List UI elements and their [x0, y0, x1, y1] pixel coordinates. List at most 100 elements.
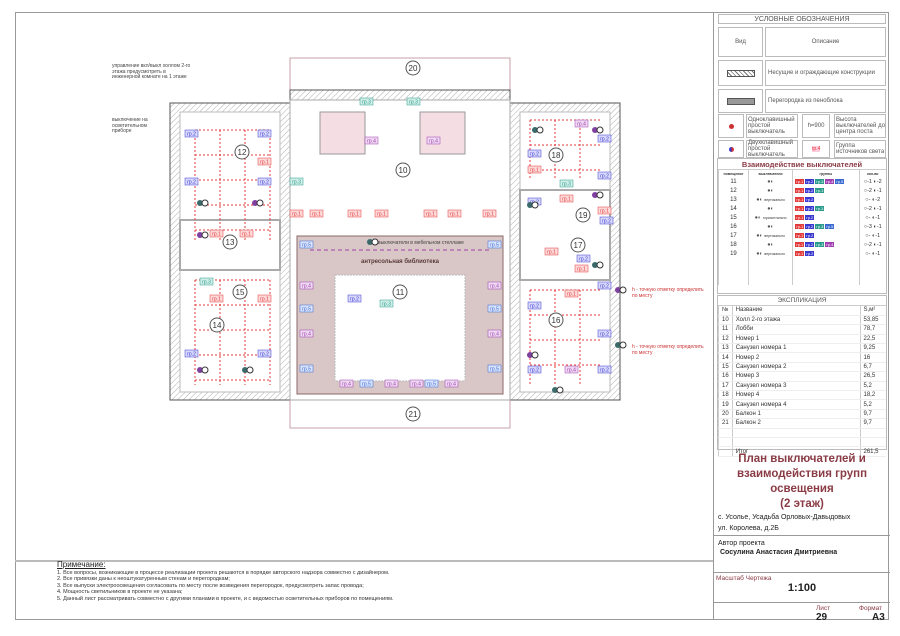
note-fixture-switch: выключение на осветительном приборе: [112, 117, 148, 135]
switch-icon: [367, 238, 379, 246]
notes-title: Примечание:: [57, 560, 106, 569]
room-number-11: 11: [392, 284, 408, 300]
svg-text:гр.2: гр.2: [260, 180, 269, 186]
group-tag-1: гр.1: [257, 157, 272, 166]
room-number-20: 20: [405, 60, 421, 76]
svg-text:гр.1: гр.1: [547, 250, 556, 256]
room-number-19: 19: [575, 207, 591, 223]
group-tag-5: гр.5: [299, 364, 314, 373]
svg-text:гр.1: гр.1: [242, 232, 251, 238]
svg-text:гр.3: гр.3: [362, 100, 371, 106]
group-tag-5: гр.5: [359, 379, 374, 388]
svg-text:гр.1: гр.1: [292, 212, 301, 218]
group-tag-2: гр.2: [597, 329, 612, 338]
legend-col-view: Вид: [718, 27, 763, 57]
group-tag-1: гр.1: [347, 209, 362, 218]
legend-double: Двухклавишный простой выключатель: [746, 140, 798, 158]
svg-text:гр.5: гр.5: [427, 382, 436, 388]
svg-text:гр.4: гр.4: [567, 368, 576, 374]
switch-header: помещение: [718, 170, 749, 177]
switch-table-title: Взаимодействие выключателей: [718, 159, 886, 170]
switch-icon: [592, 261, 604, 269]
group-tag-2: гр.2: [527, 365, 542, 374]
svg-text:гр.2: гр.2: [530, 152, 539, 158]
switch-header: группы: [792, 170, 859, 177]
svg-text:гр.4: гр.4: [429, 139, 438, 145]
group-tag-2: гр.2: [347, 294, 362, 303]
room-number-13: 13: [222, 234, 238, 250]
group-tag-1: гр.1: [559, 194, 574, 203]
svg-text:гр.2: гр.2: [187, 180, 196, 186]
svg-text:17: 17: [574, 241, 583, 250]
note-item: 1. Все вопросы, возникающие в процессе р…: [57, 569, 390, 576]
note-item: 3. Все выпуски электроосвещения согласов…: [57, 582, 364, 589]
group-tag-2: гр.2: [527, 301, 542, 310]
svg-text:гр.1: гр.1: [485, 212, 494, 218]
floor-plan: антресольная библиотека выключатели в ме…: [169, 57, 627, 429]
group-tag-2: гр.2: [257, 177, 272, 186]
address-line: ул. Королева, д.2Б: [718, 525, 779, 532]
group-tag-1: гр.1: [544, 247, 559, 256]
switch-icon: [197, 231, 209, 239]
room-number-15: 15: [232, 284, 248, 300]
svg-text:13: 13: [226, 238, 235, 247]
switch-icon: [592, 126, 604, 134]
group-tag-1: гр.1: [482, 209, 497, 218]
legend-height-desc: Высота выключателей до центра поста: [834, 114, 886, 138]
address-line: с. Усолье, Усадьба Орловых-Давыдовых: [718, 514, 851, 521]
svg-text:гр.2: гр.2: [260, 132, 269, 138]
switch-icon: [615, 286, 627, 294]
explication-row: [718, 428, 886, 438]
svg-text:гр.2: гр.2: [530, 304, 539, 310]
switch-icon: [615, 341, 627, 349]
group-tag-4: гр.4: [299, 281, 314, 290]
right-panel: УСЛОВНЫЕ ОБОЗНАЧЕНИЯ Вид Описание Несущи…: [713, 12, 890, 623]
group-tag-2: гр.2: [184, 349, 199, 358]
legend-partition: [718, 89, 763, 113]
legend-col-desc: Описание: [765, 27, 886, 57]
svg-text:гр.2: гр.2: [350, 297, 359, 303]
svg-text:гр.5: гр.5: [302, 367, 311, 373]
svg-text:гр.2: гр.2: [579, 257, 588, 263]
svg-text:10: 10: [399, 166, 408, 175]
switch-icon: [252, 199, 264, 207]
switch-note: выключатели в мебельном стеллаже: [378, 240, 464, 246]
group-tag-3: гр.3: [199, 277, 214, 286]
note-height-2: h - точную отметку определить по месту: [632, 344, 704, 356]
room-number-16: 16: [548, 312, 564, 328]
switch-icon: [532, 126, 544, 134]
format-label: Формат: [859, 605, 883, 612]
group-tag-4: гр.4: [564, 365, 579, 374]
group-tag-5: гр.5: [487, 240, 502, 249]
group-tag-1: гр.1: [574, 264, 589, 273]
group-tag-1: гр.1: [374, 209, 389, 218]
svg-text:гр.2: гр.2: [602, 219, 611, 225]
svg-text:гр.5: гр.5: [490, 367, 499, 373]
svg-text:гр.2: гр.2: [187, 132, 196, 138]
group-tag-1: гр.1: [423, 209, 438, 218]
group-tag-5: гр.5: [487, 364, 502, 373]
group-tag-4: гр.4: [487, 329, 502, 338]
room-number-17: 17: [570, 237, 586, 253]
svg-text:гр.4: гр.4: [367, 139, 376, 145]
group-tag-5: гр.5: [299, 304, 314, 313]
svg-text:15: 15: [236, 288, 245, 297]
svg-text:гр.1: гр.1: [260, 160, 269, 166]
svg-text:гр.4: гр.4: [447, 382, 456, 388]
group-tag-5: гр.5: [299, 240, 314, 249]
svg-text:гр.1: гр.1: [567, 292, 576, 298]
svg-text:гр.2: гр.2: [187, 352, 196, 358]
svg-text:гр.5: гр.5: [490, 307, 499, 313]
svg-text:гр.1: гр.1: [377, 212, 386, 218]
svg-text:гр.5: гр.5: [302, 307, 311, 313]
svg-text:гр.2: гр.2: [530, 368, 539, 374]
